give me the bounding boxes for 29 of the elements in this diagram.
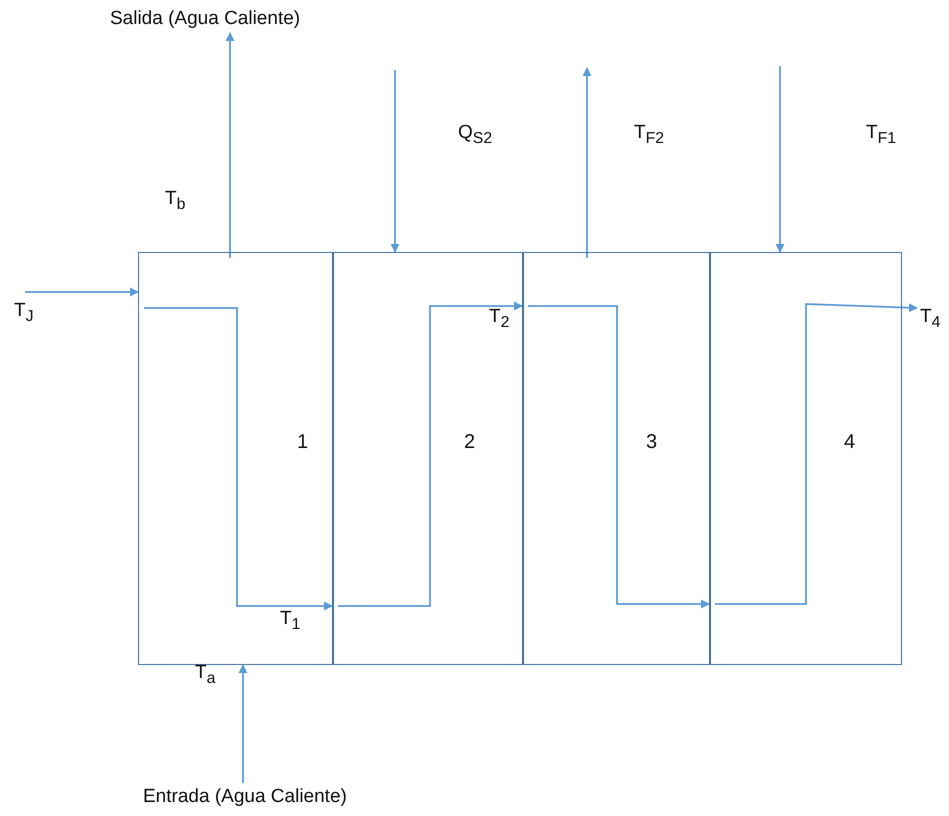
arrow <box>582 67 592 258</box>
arrow <box>390 70 400 253</box>
flow-label: T$_{4}$ <box>920 306 940 332</box>
compartment-box <box>138 252 334 665</box>
edge-label: T$_{J}$ <box>14 300 34 326</box>
edge-label: T$_{a}$ <box>195 662 216 688</box>
arrow <box>715 303 918 605</box>
arrow <box>776 66 784 253</box>
compartment-box <box>522 252 711 665</box>
arrow <box>25 288 139 296</box>
edge-label: T$_{2}$ <box>489 306 510 332</box>
compartment-number: 2 <box>464 431 476 454</box>
compartment-box <box>332 252 524 665</box>
flow-label: Entrada (Agua Caliente) <box>143 786 347 808</box>
flow-label: Salida (Agua Caliente) <box>110 8 300 30</box>
edge-label: T$_{1}$ <box>280 608 300 634</box>
arrow <box>144 307 333 610</box>
compartment-box <box>709 252 902 665</box>
edge-label: T$_{b}$ <box>165 188 186 214</box>
compartment-number: 1 <box>297 431 308 454</box>
compartment-number: 3 <box>646 431 658 454</box>
edge-label: T$_{F1}$ <box>866 122 896 148</box>
edge-label: Q$_{S2}$ <box>458 122 492 148</box>
arrow <box>226 32 234 258</box>
arrow <box>238 664 248 783</box>
arrow <box>338 302 523 607</box>
arrow <box>528 305 710 608</box>
compartment-number: 4 <box>844 431 856 454</box>
edge-label: T$_{F2}$ <box>634 122 664 148</box>
